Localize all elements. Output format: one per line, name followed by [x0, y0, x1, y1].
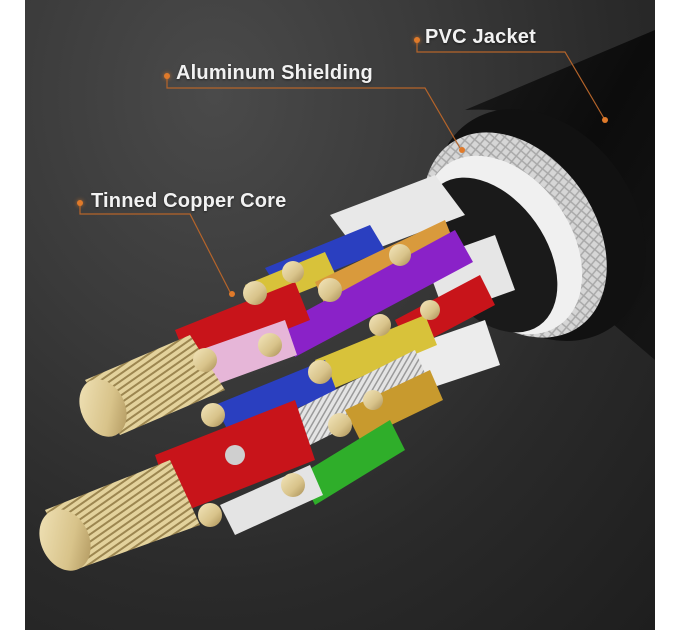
product-image: PVC Jacket Aluminum Shielding Tinned Cop…	[25, 0, 655, 630]
callout-line-pvc-jacket	[416, 42, 606, 121]
aluminum-shielding-dot-icon	[164, 73, 170, 79]
callout-line-aluminum-shielding	[166, 78, 461, 149]
callout-lines	[79, 42, 606, 293]
callout-end-dots	[229, 117, 608, 297]
label-tinned-copper-core: Tinned Copper Core	[91, 190, 287, 212]
cable-illustration	[39, 30, 655, 571]
copper-strand-ends	[39, 244, 440, 571]
label-aluminum-shielding: Aluminum Shielding	[176, 62, 373, 84]
pvc-jacket-dot-icon	[414, 37, 420, 43]
label-pvc-jacket: PVC Jacket	[425, 26, 536, 48]
callout-line-tinned-copper-core	[79, 205, 231, 293]
tinned-copper-core-dot-icon	[77, 200, 83, 206]
